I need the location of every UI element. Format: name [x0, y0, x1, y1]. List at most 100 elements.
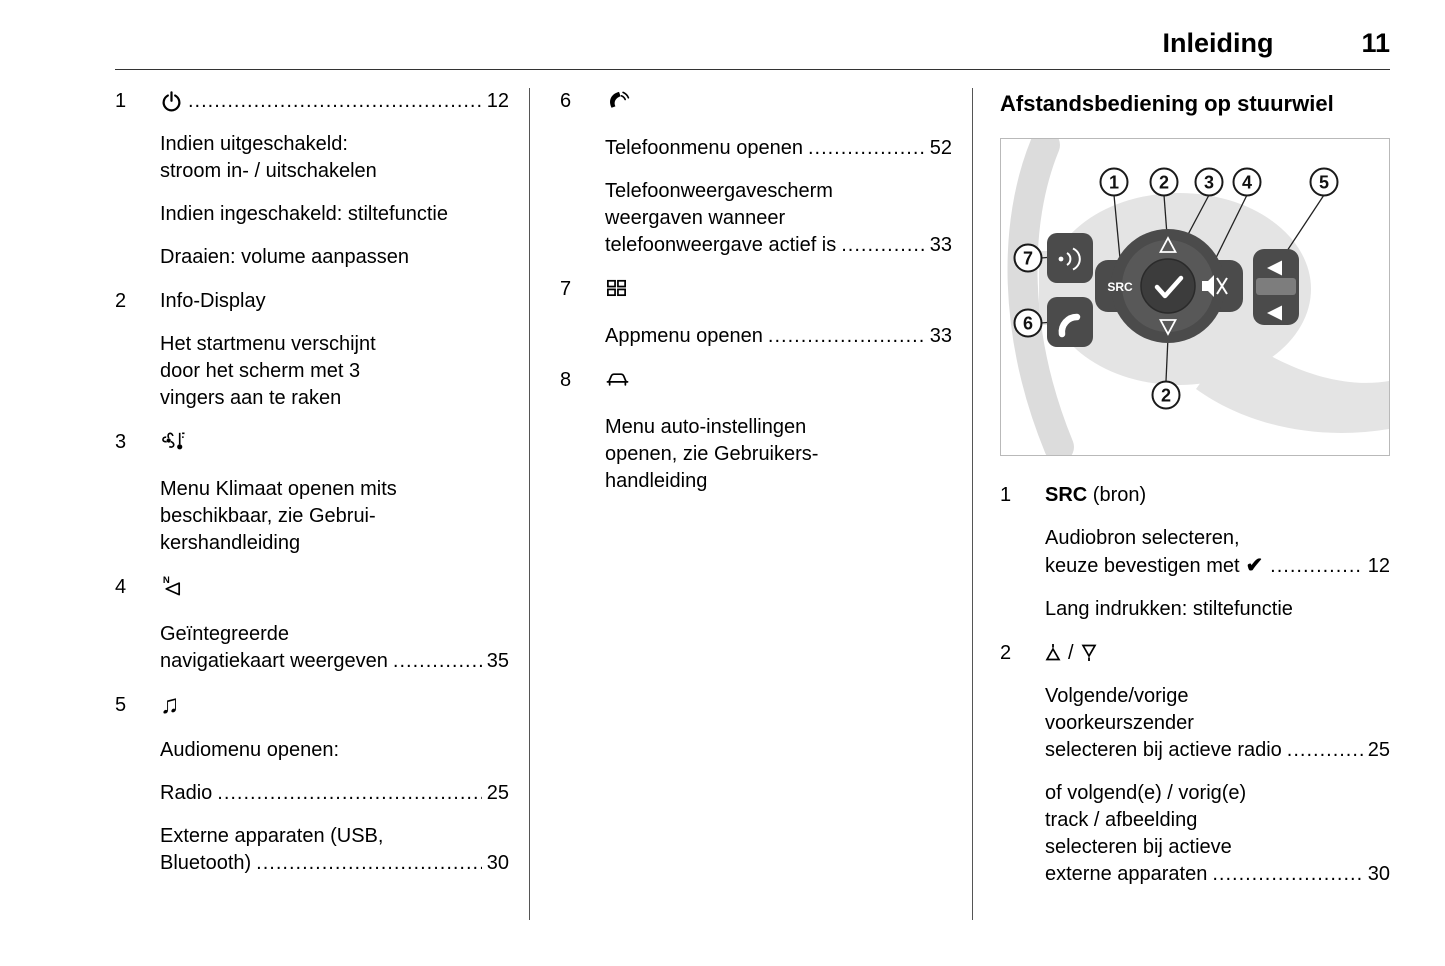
text-line: Radio	[160, 782, 213, 804]
steering-wheel-figure: SRC	[1000, 138, 1390, 456]
leader-line: telefoonweergave actief is .............…	[605, 232, 952, 259]
item-term-line: Info-Display	[160, 290, 266, 312]
climate-fan-icon	[160, 429, 186, 452]
paragraph: Lang indrukken: stiltefunctie	[1045, 596, 1390, 623]
wheel-spoke-right	[1196, 334, 1389, 433]
item-term-line	[605, 276, 952, 307]
page-ref: 25	[486, 782, 509, 804]
text-line: Bluetooth)	[160, 852, 252, 874]
volume-rocker	[1253, 249, 1299, 325]
item-number: 1	[1000, 484, 1012, 506]
text-line: openen, zie Gebruikers-	[605, 443, 819, 465]
separator: /	[1068, 642, 1074, 664]
list-item-7: 7 Appmenu openen .......................…	[560, 276, 952, 350]
item-number: 3	[115, 431, 127, 453]
paragraph: Geïntegreerde navigatiekaart weergeven .…	[160, 621, 509, 675]
leader-line: Telefoonmenu openen ....................…	[605, 135, 952, 162]
item-term-line: SRC (bron)	[1045, 482, 1390, 509]
legend-item-2: 2 / Volgende/vorige voorkeurszender sele…	[1000, 640, 1390, 888]
legend-item-1: 1 SRC (bron) Audiobron selecteren, keuze…	[1000, 482, 1390, 623]
text-line: Het startmenu verschijnt	[160, 333, 376, 355]
paragraph: Audiobron selecteren, keuze bevestigen m…	[1045, 525, 1390, 580]
paragraph: Radio ..................................…	[160, 780, 509, 807]
down-arrow-icon	[1158, 319, 1178, 336]
page-ref: 30	[1367, 863, 1390, 885]
leader-line: externe apparaten ......................…	[1045, 861, 1390, 888]
list-item-2: 2 Info-Display Het startmenu verschijnt …	[115, 288, 509, 412]
check-icon	[1154, 275, 1184, 299]
callouts: 1 2 3 4 5 7 6 2	[1013, 167, 1339, 410]
callout-2: 2	[1159, 173, 1169, 193]
item-term-line	[160, 429, 509, 460]
check-glyph: ✔	[1245, 554, 1264, 577]
phone-handset-icon	[1058, 313, 1081, 338]
page-number: 11	[1361, 28, 1390, 58]
leader-line: selecteren bij actieve radio ...........…	[1045, 737, 1390, 764]
navigation-map-icon: N	[160, 574, 183, 597]
leader-line: Bluetooth) .............................…	[160, 850, 509, 877]
page-ref: 33	[929, 325, 952, 347]
paragraph: Indien ingeschakeld: stiltefunctie	[160, 201, 509, 228]
text-line: externe apparaten	[1045, 863, 1208, 885]
item-content: Info-Display Het startmenu verschijnt do…	[160, 288, 509, 412]
text-line: selecteren bij actieve	[1045, 836, 1232, 858]
item-term-line	[605, 367, 952, 398]
callout-4: 4	[1242, 173, 1252, 193]
list-item-4: 4 N Geïntegreerde navigatiekaart weergev…	[115, 574, 509, 675]
item-term-line: /	[1045, 640, 1390, 667]
text-line: Indien uitgeschakeld:	[160, 133, 348, 155]
leader-line: Radio ..................................…	[160, 780, 509, 807]
item-term-line: ♫	[160, 691, 509, 721]
wheel-rim	[1007, 139, 1074, 455]
voice-icon	[1058, 247, 1081, 271]
text-line: of volgend(e) / vorig(e)	[1045, 782, 1247, 804]
item-number: 2	[1000, 642, 1012, 664]
dot-leader: ........................................…	[256, 852, 482, 874]
callout-7: 7	[1023, 249, 1033, 269]
item-content: Telefoonmenu openen ....................…	[605, 88, 952, 259]
item-content: Menu Klimaat openen mits beschikbaar, zi…	[160, 429, 509, 557]
term-src: SRC	[1045, 484, 1088, 506]
text-line: Externe apparaten (USB,	[160, 825, 384, 847]
page-ref: 35	[486, 650, 509, 672]
text-line: Volgende/vorige	[1045, 685, 1189, 707]
paragraph: Externe apparaten (USB, Bluetooth) .....…	[160, 823, 509, 877]
paragraph: Menu auto-instellingen openen, zie Gebru…	[605, 414, 952, 495]
text-line: weergaven wanneer	[605, 207, 786, 229]
item-content: N Geïntegreerde navigatiekaart weergeven…	[160, 574, 509, 675]
text-line: Audiomenu openen:	[160, 739, 340, 761]
paragraph: Telefoonweergavescherm weergaven wanneer…	[605, 178, 952, 259]
text-line: Lang indrukken: stiltefunctie	[1045, 598, 1293, 620]
page-ref: 25	[1367, 739, 1390, 761]
text-line: Indien ingeschakeld: stiltefunctie	[160, 203, 448, 225]
item-number: 7	[560, 278, 572, 300]
preset-up-icon	[1045, 644, 1061, 661]
text-line: track / afbeelding	[1045, 809, 1198, 831]
text-line: voorkeurszender	[1045, 712, 1194, 734]
text-line: keuze bevestigen met	[1045, 555, 1240, 577]
text-line: Telefoonweergavescherm	[605, 180, 833, 202]
page-title: Inleiding	[1162, 28, 1274, 58]
text-line: selecteren bij actieve radio	[1045, 739, 1282, 761]
item-number: 4	[115, 576, 127, 598]
text-line: telefoonweergave actief is	[605, 234, 837, 256]
paragraph: Draaien: volume aanpassen	[160, 244, 509, 271]
page-ref: 30	[486, 852, 509, 874]
item-number: 5	[115, 694, 127, 716]
callout-2-bottom: 2	[1161, 386, 1171, 406]
callout-3: 3	[1204, 173, 1214, 193]
page-header: Inleiding 11	[115, 0, 1390, 59]
item-number: 1	[115, 90, 127, 112]
page-ref: 52	[929, 137, 952, 159]
text-line: Draaien: volume aanpassen	[160, 246, 410, 268]
item-content: Appmenu openen .........................…	[605, 276, 952, 350]
item-number: 8	[560, 369, 572, 391]
car-settings-icon	[605, 367, 630, 390]
column-middle: 6 Telefoonmenu openen ..................…	[530, 88, 973, 920]
text-line: Menu auto-instellingen	[605, 416, 807, 438]
item-content: Menu auto-instellingen openen, zie Gebru…	[605, 367, 952, 495]
ok-button	[1140, 258, 1196, 314]
dot-leader: ........................................…	[188, 90, 482, 112]
text-line: Appmenu openen	[605, 325, 763, 347]
